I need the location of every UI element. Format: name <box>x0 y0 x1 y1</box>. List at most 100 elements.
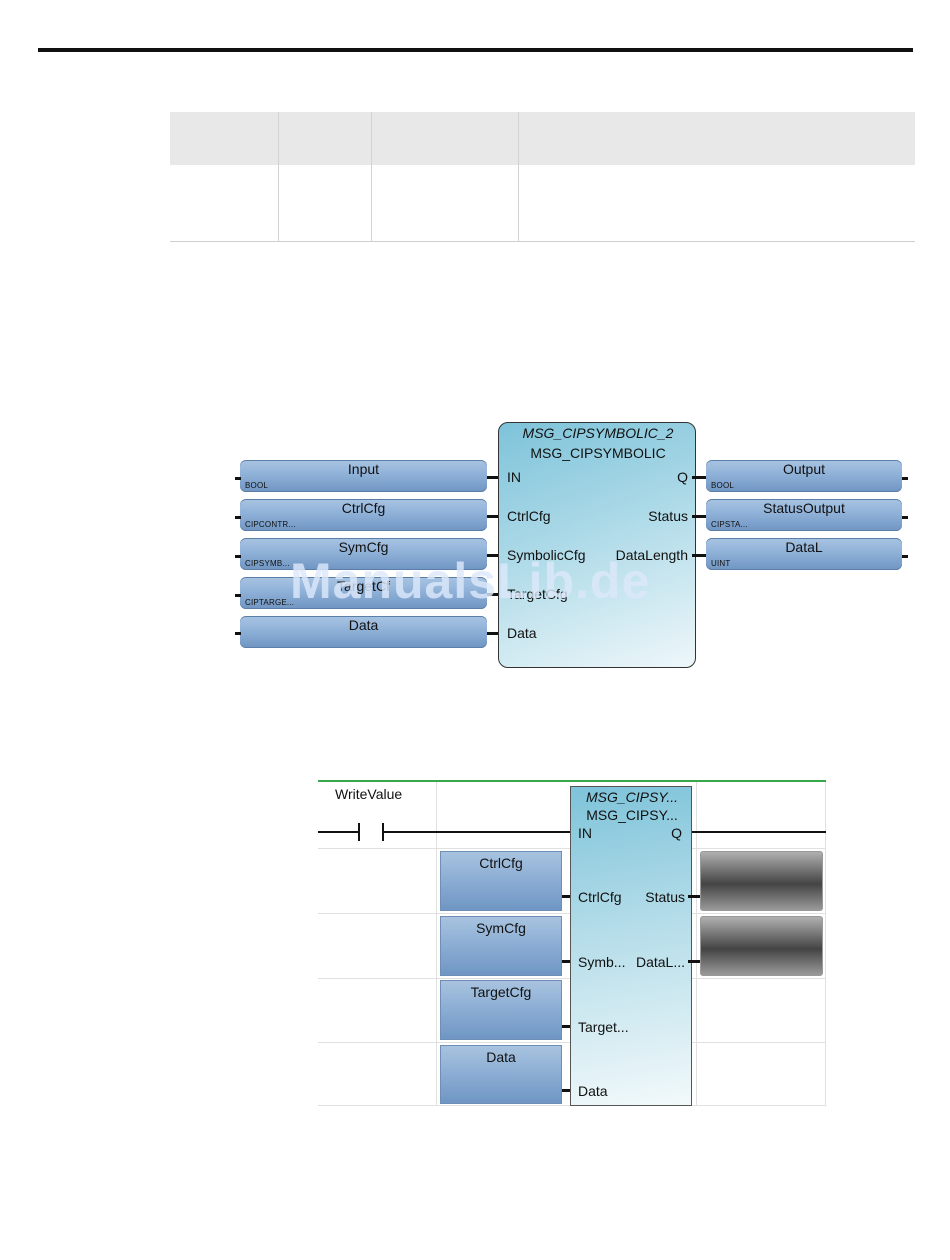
variable-name: Input <box>347 461 380 477</box>
grid-line <box>692 978 826 979</box>
table-row <box>170 165 915 242</box>
ld-diagram: WriteValue CtrlCfg SymCfg TargetCfg Data… <box>318 780 826 1106</box>
contact-label: WriteValue <box>335 786 403 802</box>
variable-type: UINT <box>711 559 731 568</box>
connection-line <box>562 895 574 898</box>
variable-type: CIPSYMB... <box>245 559 290 568</box>
block-pin-status: Status <box>648 508 688 524</box>
fbd-function-block[interactable]: MSG_CIPSYMBOLIC_2 MSG_CIPSYMBOLIC IN Ctr… <box>498 422 696 668</box>
fbd-output-variable-datal[interactable]: DataL UINT <box>706 538 902 570</box>
fbd-output-variable-statusoutput[interactable]: StatusOutput CIPSTA... <box>706 499 902 531</box>
grid-line <box>318 848 570 849</box>
connection-line <box>688 960 700 963</box>
block-pin-in: IN <box>578 825 592 841</box>
grid-line <box>318 978 570 979</box>
connection-line <box>688 895 700 898</box>
block-pin-q: Q <box>671 825 682 841</box>
connection-line <box>487 476 503 479</box>
table-column-divider <box>518 112 519 242</box>
grid-line <box>696 782 697 1106</box>
page-top-rule <box>38 48 913 52</box>
fbd-output-variable-output[interactable]: Output BOOL <box>706 460 902 492</box>
rung-wire <box>318 831 358 833</box>
connection-line <box>692 554 708 557</box>
parameter-table <box>170 112 915 242</box>
contact-icon[interactable] <box>382 823 384 841</box>
variable-name: TargetCfg <box>470 984 532 1000</box>
contact-icon[interactable] <box>358 823 360 841</box>
variable-name: DataL <box>785 539 823 555</box>
ld-output-box-datalength[interactable] <box>700 916 823 976</box>
block-type-name: MSG_CIPSYMBOLIC <box>530 445 666 461</box>
block-pin-targetcfg: TargetCfg <box>507 586 568 602</box>
pin-stub <box>235 516 241 519</box>
grid-line <box>825 782 826 1106</box>
grid-line <box>318 1042 570 1043</box>
ld-output-box-status[interactable] <box>700 851 823 911</box>
rung-top-border <box>318 780 826 782</box>
variable-type: BOOL <box>245 481 269 490</box>
pin-stub <box>235 477 241 480</box>
variable-type: CIPTARGE... <box>245 598 295 607</box>
fbd-input-variable-targetcfg[interactable]: TargetCf CIPTARGE... <box>240 577 487 609</box>
block-pin-data: Data <box>578 1083 608 1099</box>
connection-line <box>562 1025 574 1028</box>
ld-input-box-symcfg[interactable]: SymCfg <box>440 916 562 976</box>
grid-line <box>692 1042 826 1043</box>
block-pin-status: Status <box>645 889 685 905</box>
connection-line <box>562 960 574 963</box>
block-pin-q: Q <box>677 469 688 485</box>
variable-name: Output <box>782 461 826 477</box>
variable-name: SymCfg <box>338 539 389 555</box>
block-pin-data: Data <box>507 625 537 641</box>
pin-stub <box>235 555 241 558</box>
variable-name: CtrlCfg <box>341 500 386 516</box>
block-pin-in: IN <box>507 469 521 485</box>
variable-name: CtrlCfg <box>479 855 523 871</box>
ld-input-box-ctrlcfg[interactable]: CtrlCfg <box>440 851 562 911</box>
table-column-divider <box>278 112 279 242</box>
block-instance-name: MSG_CIPSYMBOLIC_2 <box>522 425 674 441</box>
connection-line <box>487 554 503 557</box>
ld-function-block[interactable]: MSG_CIPSY... MSG_CIPSY... IN Q CtrlCfg S… <box>570 786 692 1106</box>
block-pin-targetcfg: Target... <box>578 1019 629 1035</box>
connection-line <box>562 1089 574 1092</box>
variable-type: BOOL <box>711 481 735 490</box>
variable-name: StatusOutput <box>763 500 845 516</box>
block-instance-name: MSG_CIPSY... <box>585 789 679 805</box>
variable-type: CIPSTA... <box>711 520 748 529</box>
fbd-input-variable-data[interactable]: Data <box>240 616 487 648</box>
block-type-name: MSG_CIPSY... <box>586 807 678 823</box>
connection-line <box>692 515 708 518</box>
fbd-input-variable-symcfg[interactable]: SymCfg CIPSYMB... <box>240 538 487 570</box>
pin-stub <box>235 594 241 597</box>
variable-name: SymCfg <box>476 920 526 936</box>
connection-line <box>487 593 503 596</box>
variable-name: Data <box>348 617 379 633</box>
block-pin-datalength: DataL... <box>635 954 685 970</box>
connection-line <box>487 632 503 635</box>
watermark: ManualsLib.de <box>290 553 651 609</box>
rung-wire <box>384 831 576 833</box>
fbd-input-variable-input[interactable]: Input BOOL <box>240 460 487 492</box>
table-column-divider <box>371 112 372 242</box>
block-pin-symboliccfg: Symb... <box>578 954 626 970</box>
fbd-input-variable-ctrlcfg[interactable]: CtrlCfg CIPCONTR... <box>240 499 487 531</box>
connection-line <box>487 515 503 518</box>
variable-name: TargetCf <box>337 578 390 594</box>
variable-name: Data <box>486 1049 516 1065</box>
grid-line <box>436 782 437 1106</box>
block-pin-symboliccfg: SymbolicCfg <box>507 547 586 563</box>
grid-line <box>692 848 826 849</box>
rung-wire <box>688 831 826 833</box>
grid-line <box>318 913 570 914</box>
block-pin-ctrlcfg: CtrlCfg <box>507 508 551 524</box>
ld-input-box-data[interactable]: Data <box>440 1045 562 1104</box>
pin-stub <box>902 555 908 558</box>
ld-input-box-targetcfg[interactable]: TargetCfg <box>440 980 562 1040</box>
block-pin-datalength: DataLength <box>615 547 688 563</box>
block-pin-ctrlcfg: CtrlCfg <box>578 889 622 905</box>
connection-line <box>692 476 708 479</box>
pin-stub <box>902 477 908 480</box>
variable-type: CIPCONTR... <box>245 520 296 529</box>
